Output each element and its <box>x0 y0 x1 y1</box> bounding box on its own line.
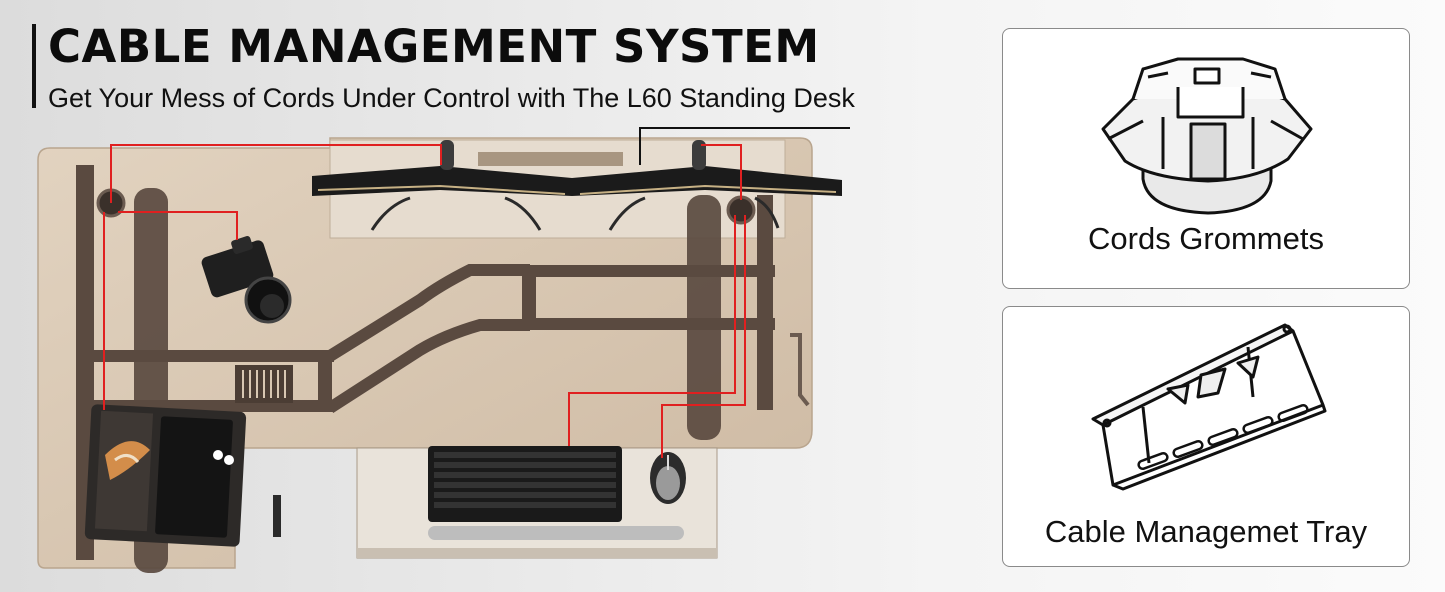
crossbar-lower <box>525 318 775 330</box>
headphone-hook <box>790 333 810 407</box>
page-title: CABLE MANAGEMENT SYSTEM <box>48 20 820 73</box>
feature-label-cable-tray: Cable Managemet Tray <box>1044 514 1368 549</box>
cable-outlet-strip <box>478 152 623 166</box>
tablet-icon <box>84 404 247 547</box>
crossbar-left <box>94 350 334 362</box>
vent-slots <box>242 370 286 398</box>
feature-label-grommets: Cords Grommets <box>1088 221 1324 256</box>
feature-card-cable-tray: Cable Managemet Tray <box>1002 306 1410 567</box>
monitor-callout-line <box>639 127 850 165</box>
page-subtitle: Get Your Mess of Cords Under Control wit… <box>48 83 855 113</box>
right-leg-beam <box>757 195 773 410</box>
curved-beam-lower <box>326 319 530 414</box>
grommet-right <box>726 195 756 225</box>
frame-plate <box>318 350 332 412</box>
grommet-icon <box>1101 57 1313 215</box>
curved-beam-upper <box>326 264 530 362</box>
keyboard-icon <box>428 446 684 540</box>
camera-icon <box>201 236 292 324</box>
cable-tray-icon <box>1091 323 1327 491</box>
cable-routing-lines <box>103 144 746 458</box>
frame-plate-right <box>522 265 536 330</box>
right-column <box>687 195 721 440</box>
crossbar-upper <box>525 265 775 277</box>
desk-illustration <box>37 127 850 573</box>
keyboard-icon <box>155 416 233 538</box>
keyboard-tray-front <box>357 548 717 558</box>
mouse-icon <box>650 452 686 504</box>
monitor-icon <box>312 140 842 231</box>
header-accent-bar <box>32 24 36 108</box>
height-controller <box>273 495 281 537</box>
feature-card-grommets: Cords Grommets <box>1002 28 1410 289</box>
